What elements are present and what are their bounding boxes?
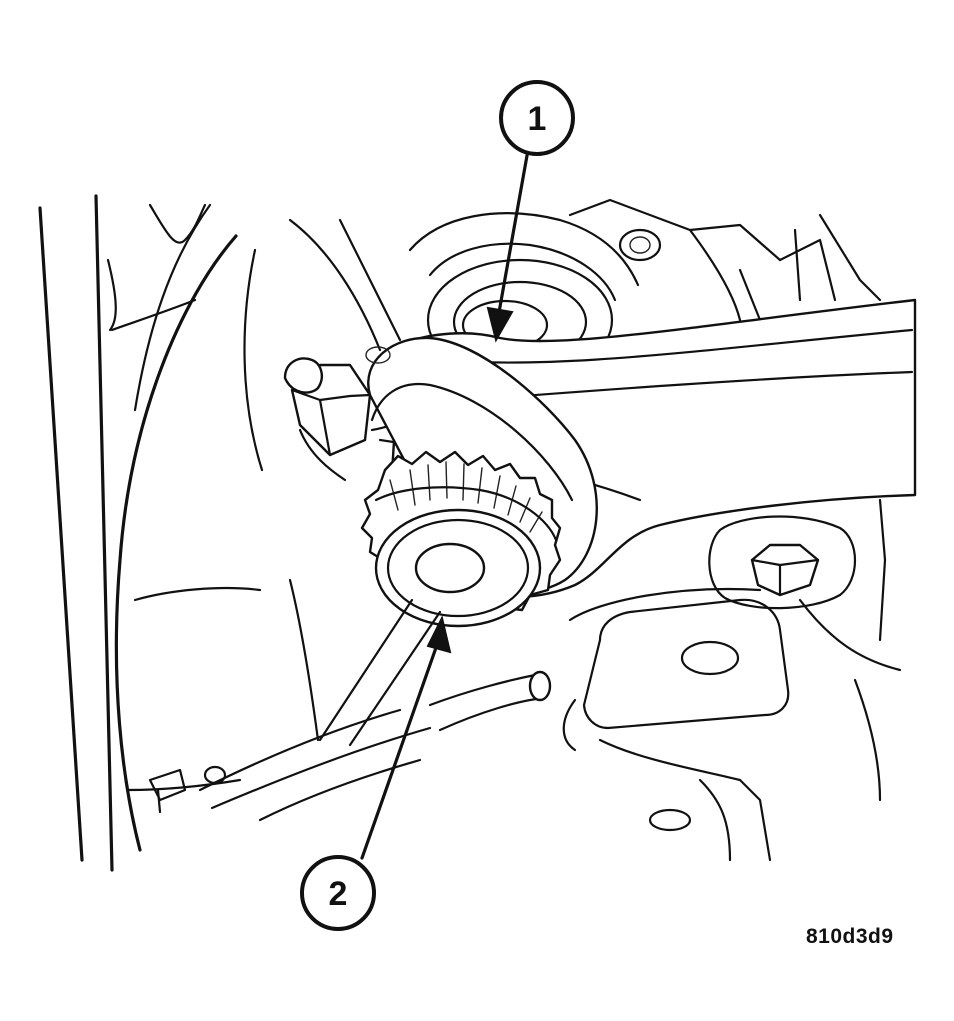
- callout-2: 2: [300, 855, 376, 931]
- tube: [428, 670, 552, 732]
- hex-bolt-right: [708, 515, 857, 610]
- left-body-contour: [106, 203, 262, 852]
- figure-id-label: 810d3d9: [806, 925, 894, 948]
- left-frame-edge: [38, 194, 114, 872]
- adjuster-rod: [288, 578, 442, 747]
- callout-1: 1: [499, 80, 575, 156]
- callout-1-label: 1: [528, 100, 547, 138]
- leader-arrow-2: [360, 615, 452, 860]
- hex-nut-left: [283, 346, 391, 482]
- knurled-adjuster: [360, 450, 562, 628]
- lower-bracket: [562, 587, 790, 752]
- leader-arrow-1: [486, 148, 530, 343]
- callout-2-label: 2: [329, 875, 348, 913]
